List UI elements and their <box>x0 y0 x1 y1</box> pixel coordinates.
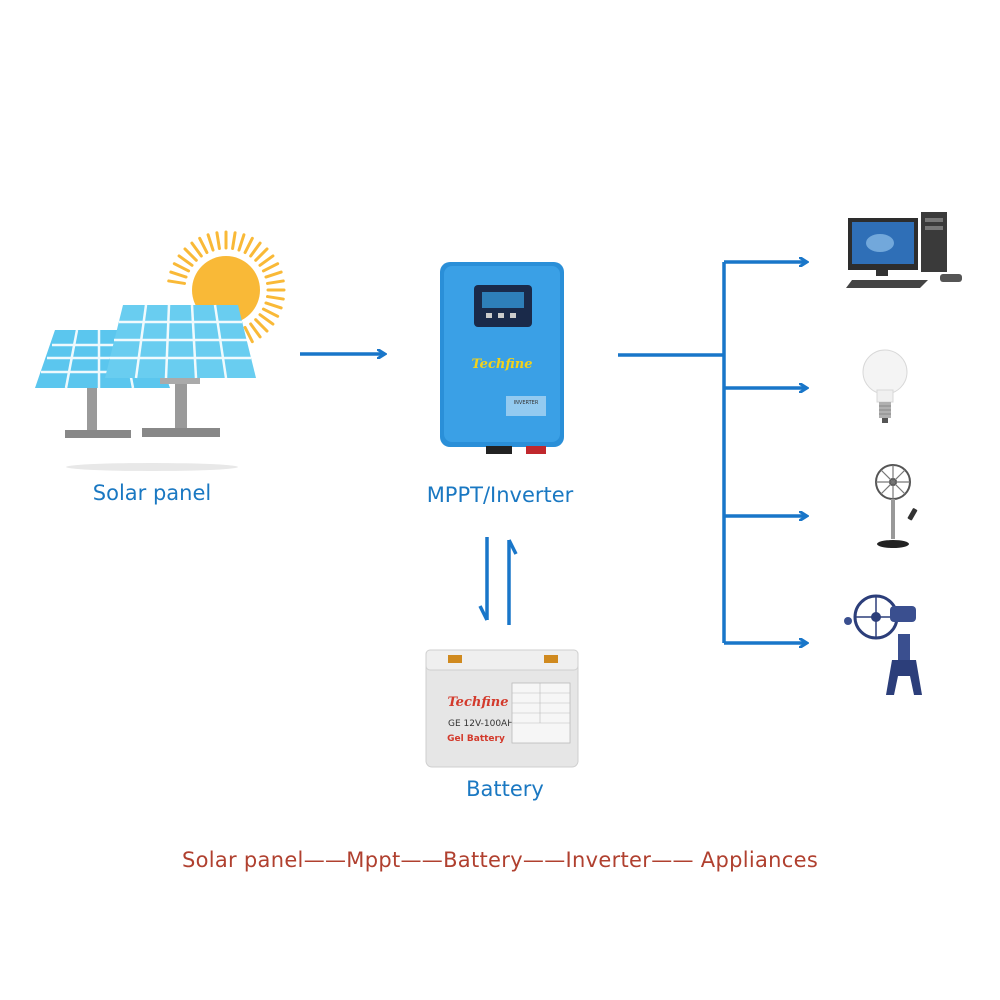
battery-type: Gel Battery <box>447 734 505 744</box>
wall-fan-icon <box>844 594 922 695</box>
arrow-inverter-battery <box>478 537 518 625</box>
solar-panel-icon <box>35 304 256 471</box>
battery-label: Battery <box>466 777 544 801</box>
battery-icon: Techfine GE 12V-100AH Gel Battery <box>425 649 579 768</box>
inverter-brand: Techfine <box>472 357 533 372</box>
battery-model: GE 12V-100AH <box>448 719 514 729</box>
sun-icon <box>167 230 286 347</box>
stand-fan-icon <box>875 464 918 548</box>
distribution-lines <box>618 262 726 643</box>
desktop-computer-icon <box>846 212 962 288</box>
mppt-inverter-label: MPPT/Inverter <box>426 483 574 507</box>
inverter-icon: Techfine INVERTER <box>440 262 564 454</box>
flow-caption: Solar panel——Mppt——Battery——Inverter—— A… <box>181 848 819 872</box>
battery-brand: Techfine <box>448 695 509 710</box>
solar-panel-label: Solar panel <box>92 481 212 505</box>
light-bulb-icon <box>862 349 908 423</box>
inverter-model-text: INVERTER <box>514 400 539 406</box>
